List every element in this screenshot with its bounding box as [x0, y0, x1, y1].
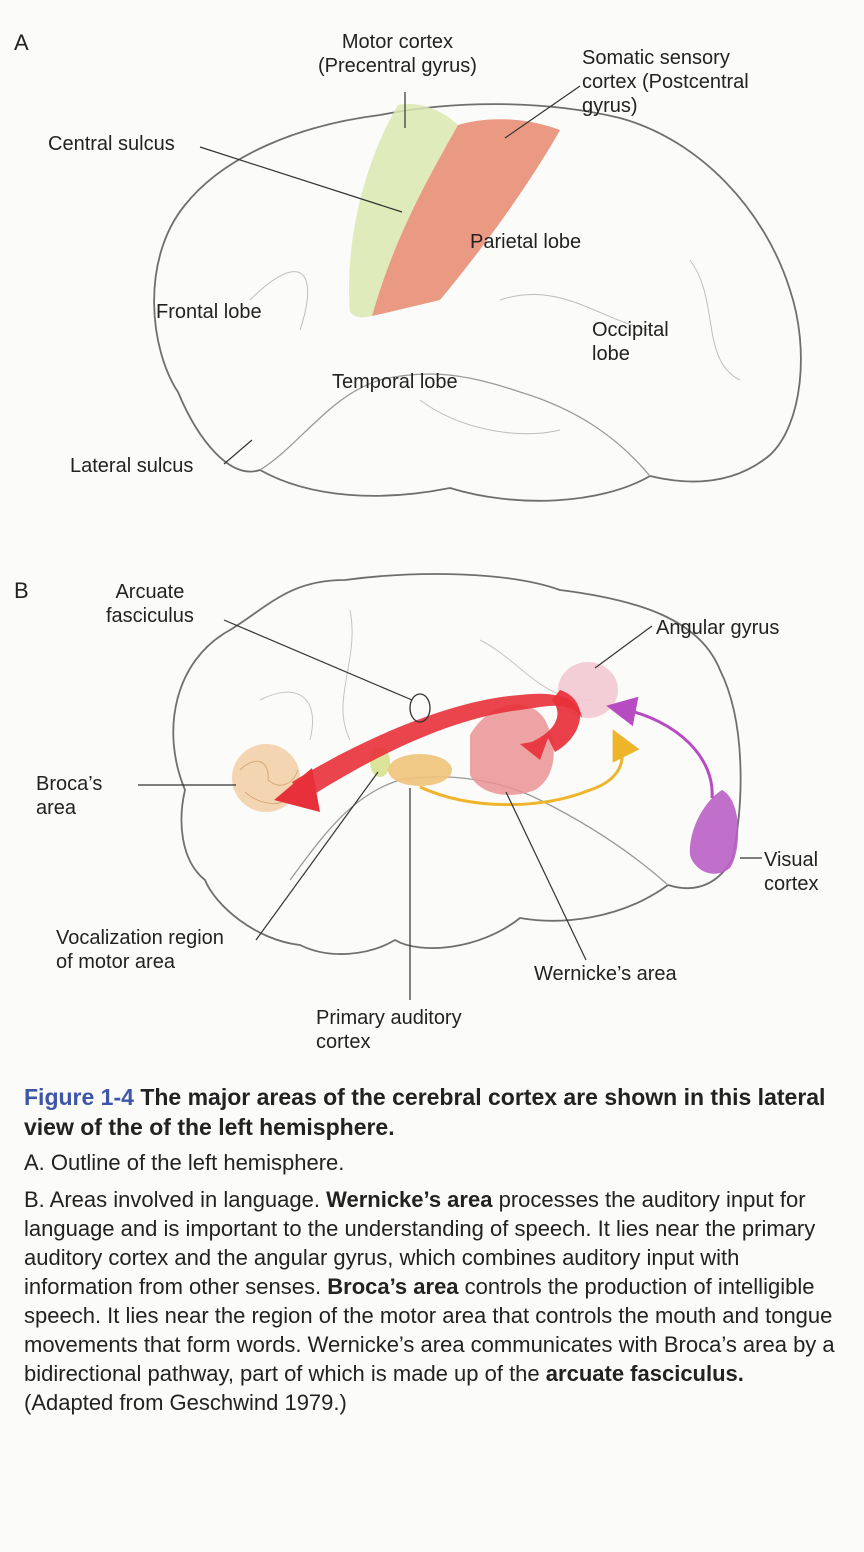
central-sulcus-label: Central sulcus: [48, 133, 175, 155]
part-b-broca-text: controls the production of intelligible …: [24, 1274, 835, 1386]
panel-b-letter: B: [14, 578, 29, 603]
brocas-line1: Broca’s: [36, 773, 103, 795]
brocas-line2: area: [36, 797, 77, 819]
occipital-line1: Occipital: [592, 319, 669, 341]
auditory-to-angular-path: [419, 729, 640, 807]
keyword-arcuate: arcuate fasciculus.: [545, 1361, 744, 1386]
angular-gyrus-label: Angular gyrus: [656, 617, 780, 639]
primary-auditory-line1: Primary auditory: [316, 1007, 462, 1029]
primary-auditory-line2: cortex: [316, 1031, 371, 1053]
vocalization-line1: Vocalization region: [56, 927, 224, 949]
vocalization-line2: of motor area: [56, 951, 175, 973]
brocas-area-label: Broca’s area: [36, 772, 102, 820]
visual-cortex-label: Visual cortex: [764, 848, 818, 896]
visual-line1: Visual: [764, 849, 819, 871]
central-sulcus-leader: [199, 146, 403, 213]
part-b-wernicke-text: processes the auditory input for languag…: [24, 1187, 816, 1299]
temporal-lobe-label: Temporal lobe: [332, 371, 458, 393]
figure-caption: Figure 1-4 The major areas of the cerebr…: [24, 1082, 836, 1425]
visual-cortex-region: [689, 790, 739, 874]
primary-auditory-region: [388, 754, 452, 786]
lateral-sulcus-leader: [223, 439, 253, 465]
panel-b-brain: [138, 573, 762, 1000]
gyri-faint-a: [249, 259, 741, 435]
arcuate-return-hook: [520, 690, 581, 760]
hemisphere-outline-a: [153, 103, 802, 502]
panel-a-letter: A: [14, 30, 29, 55]
visual-line2: cortex: [764, 873, 819, 895]
caption-part-a: A. Outline of the left hemisphere.: [24, 1150, 345, 1175]
part-b-citation: (Adapted from Geschwind 1979.): [24, 1390, 347, 1415]
figure-title: The major areas of the cerebral cortex a…: [24, 1084, 826, 1140]
figure-illustration: A Motor cortex (Precentral gyrus) Somati…: [14, 30, 818, 1054]
arcuate-fasciculus-ring: [409, 693, 431, 723]
brain-diagrams-svg: [138, 85, 802, 1000]
vocalization-region-label: Vocalization region of motor area: [56, 926, 224, 974]
panel-a-brain: [153, 85, 802, 502]
part-b-intro: B. Areas involved in language.: [24, 1187, 320, 1212]
keyword-broca: Broca’s area: [327, 1274, 459, 1299]
wernickes-area-label: Wernicke’s area: [534, 963, 677, 985]
figure-heading: Figure 1-4 The major areas of the cerebr…: [24, 1082, 836, 1142]
primary-auditory-label: Primary auditory cortex: [316, 1006, 462, 1054]
arcuate-arrow-body: [292, 693, 582, 802]
motor-cortex-region: [349, 103, 458, 318]
arcuate-line2: fasciculus: [106, 605, 194, 627]
motor-cortex-line1: Motor cortex: [341, 31, 454, 53]
lateral-sulcus-label: Lateral sulcus: [70, 455, 194, 477]
temporal-boundary-b: [289, 776, 669, 886]
arcuate-line1: Arcuate: [115, 581, 185, 603]
arcuate-leader: [223, 619, 413, 701]
figure-number: Figure 1-4: [24, 1084, 134, 1110]
visual-to-angular-path: [606, 696, 714, 799]
somatic-sensory-line3: gyrus): [582, 95, 638, 117]
temporal-boundary-a: [259, 373, 651, 477]
somatic-sensory-line1: Somatic sensory: [582, 47, 730, 69]
arcuate-fasciculus-label: Arcuate fasciculus: [106, 580, 194, 628]
occipital-lobe-label: Occipital lobe: [592, 318, 669, 366]
occipital-line2: lobe: [592, 343, 630, 365]
angular-leader: [594, 625, 653, 669]
somatic-sensory-label: Somatic sensory cortex (Postcentral gyru…: [582, 46, 749, 118]
sensory-cortex-region: [372, 119, 560, 316]
motor-cortex-label: Motor cortex (Precentral gyrus): [318, 30, 477, 78]
vocalization-leader: [255, 771, 379, 941]
frontal-lobe-label: Frontal lobe: [156, 301, 262, 323]
sensory-leader-line: [504, 85, 581, 139]
wernicke-leader: [505, 791, 587, 961]
motor-cortex-line2: (Precentral gyrus): [318, 55, 477, 77]
arcuate-arrow-head: [274, 768, 320, 812]
somatic-sensory-line2: cortex (Postcentral: [582, 71, 749, 93]
wernicke-area-region: [470, 704, 554, 795]
caption-part-b: B. Areas involved in language. Wernicke’…: [24, 1185, 836, 1417]
parietal-lobe-label: Parietal lobe: [470, 231, 582, 253]
keyword-wernicke: Wernicke’s area: [326, 1187, 493, 1212]
